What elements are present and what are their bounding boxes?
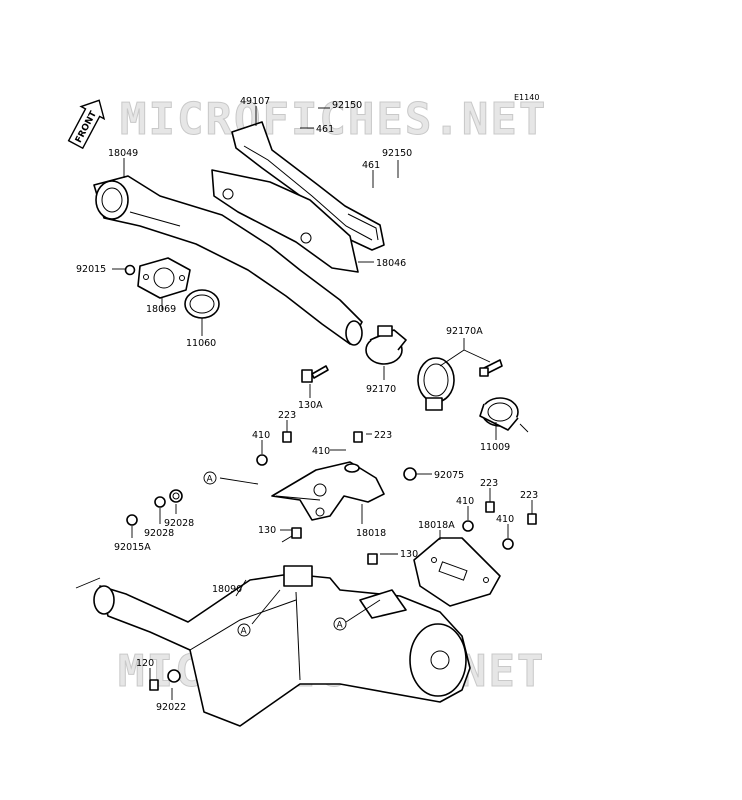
part-labels: 49107 92150 461 461 92150 18049 18046 92…	[76, 96, 538, 713]
cover-18046	[211, 169, 359, 273]
label-410-d: 410	[496, 514, 514, 525]
label-223-d: 223	[520, 490, 538, 501]
ref-marker-a-1: A	[203, 471, 217, 485]
label-223-b: 223	[374, 430, 392, 441]
label-92028-a: 92028	[164, 518, 194, 529]
label-410-c: 410	[456, 496, 474, 507]
svg-text:A: A	[337, 621, 344, 631]
label-130-a: 130	[258, 525, 276, 536]
bolt-130-a	[281, 527, 302, 543]
label-18046: 18046	[376, 258, 406, 269]
label-18069: 18069	[146, 304, 176, 315]
bolt-223-a	[256, 431, 292, 466]
ref-marker-a-3: A	[333, 617, 347, 631]
heat-plate-18018A	[413, 537, 501, 607]
svg-text:A: A	[207, 475, 214, 485]
label-223-c: 223	[480, 478, 498, 489]
bolt-223-b	[344, 431, 363, 473]
label-92170: 92170	[366, 384, 396, 395]
label-92150-a: 92150	[332, 100, 362, 111]
clamp-92170	[365, 325, 407, 365]
label-410-b: 410	[312, 446, 330, 457]
label-49107: 49107	[240, 96, 270, 107]
svg-text:A: A	[241, 627, 248, 637]
grommet-92075	[403, 467, 417, 481]
heat-guard-49107	[231, 121, 385, 251]
label-92075: 92075	[434, 470, 464, 481]
label-11060: 11060	[186, 338, 216, 349]
label-92015A: 92015A	[114, 542, 151, 553]
gasket-18069	[137, 257, 191, 299]
ref-marker-a-2: A	[237, 623, 251, 637]
leader-lines	[75, 106, 533, 700]
label-223-a: 223	[278, 410, 296, 421]
bolt-130-b	[367, 553, 378, 565]
collar-92028	[126, 489, 183, 526]
label-18018: 18018	[356, 528, 386, 539]
label-461-b: 461	[362, 160, 380, 171]
diagram-code: E1140	[514, 93, 539, 102]
label-18049: 18049	[108, 148, 138, 159]
label-130A: 130A	[298, 400, 323, 411]
silencer-18090	[93, 565, 471, 727]
label-120: 120	[136, 658, 154, 669]
watermark-top: MICROFICHES.NET	[120, 94, 547, 145]
front-arrow-icon: FRONT	[67, 99, 106, 150]
label-410-a: 410	[252, 430, 270, 441]
label-18090: 18090	[212, 584, 242, 595]
label-461-a: 461	[316, 124, 334, 135]
label-92170A: 92170A	[446, 326, 483, 337]
sleeve-11009	[479, 397, 519, 431]
label-18018A: 18018A	[418, 520, 455, 531]
clamp-92170A	[417, 357, 503, 411]
muffler-18049	[93, 175, 363, 346]
bolt-120	[149, 669, 181, 691]
label-130-b: 130	[400, 549, 418, 560]
nut-92015	[124, 264, 136, 276]
label-92015: 92015	[76, 264, 106, 275]
bolt-130A	[301, 365, 329, 383]
label-92150-b: 92150	[382, 148, 412, 159]
bracket-18018	[271, 461, 385, 521]
label-92028-b: 92028	[144, 528, 174, 539]
label-11009: 11009	[480, 442, 510, 453]
ring-11060	[184, 289, 220, 319]
label-92022: 92022	[156, 702, 186, 713]
